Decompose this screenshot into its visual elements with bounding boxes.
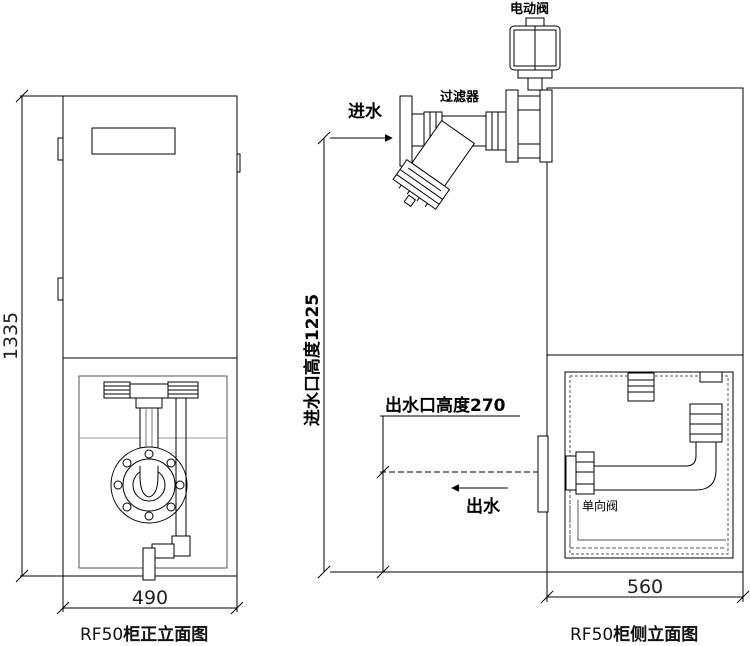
front-side-pipe <box>142 398 191 581</box>
inlet-label: 进水 <box>348 101 383 122</box>
side-outlet-piping <box>565 403 723 495</box>
inlet-height-label: 进水口高度1225 <box>302 294 323 426</box>
inlet-height-dimension <box>317 131 331 579</box>
front-pump-head <box>103 381 199 409</box>
side-caption: RF50柜侧立面图 <box>570 624 698 645</box>
front-width-label: 490 <box>132 587 168 609</box>
side-lower-opening <box>564 371 734 559</box>
front-hinge-bottom <box>57 277 64 301</box>
front-caption-text: 柜正立面图 <box>123 624 208 645</box>
side-outlet-flange <box>537 435 549 513</box>
side-view <box>317 17 750 604</box>
front-view <box>15 89 244 615</box>
front-caption: RF50柜正立面图 <box>80 624 208 645</box>
filter-assembly <box>392 95 507 210</box>
filter-label: 过滤器 <box>440 89 480 105</box>
front-height-dimension <box>15 89 63 583</box>
outlet-height-dimension <box>376 415 538 579</box>
side-bottom-pipe <box>569 500 726 549</box>
front-width-dimension <box>56 576 244 615</box>
side-width-label: 560 <box>627 576 663 598</box>
check-valve-label: 单向阀 <box>582 498 618 513</box>
front-latch-right <box>236 153 241 173</box>
front-height-label: 1335 <box>0 312 22 360</box>
front-display-panel <box>91 127 176 155</box>
electric-valve <box>505 17 561 163</box>
side-width-dimension <box>540 572 750 604</box>
front-elbow <box>139 466 159 498</box>
side-cabinet-outline <box>546 87 744 573</box>
valve-label: 电动阀 <box>510 1 549 17</box>
side-caption-model: RF50 <box>570 625 613 645</box>
front-caption-model: RF50 <box>80 625 123 645</box>
side-caption-text: 柜侧立面图 <box>613 624 698 645</box>
side-pump-head <box>627 371 723 402</box>
front-hinge-top <box>57 137 64 161</box>
outlet-label: 出水 <box>466 496 501 517</box>
outlet-height-label: 出水口高度270 <box>385 395 506 416</box>
